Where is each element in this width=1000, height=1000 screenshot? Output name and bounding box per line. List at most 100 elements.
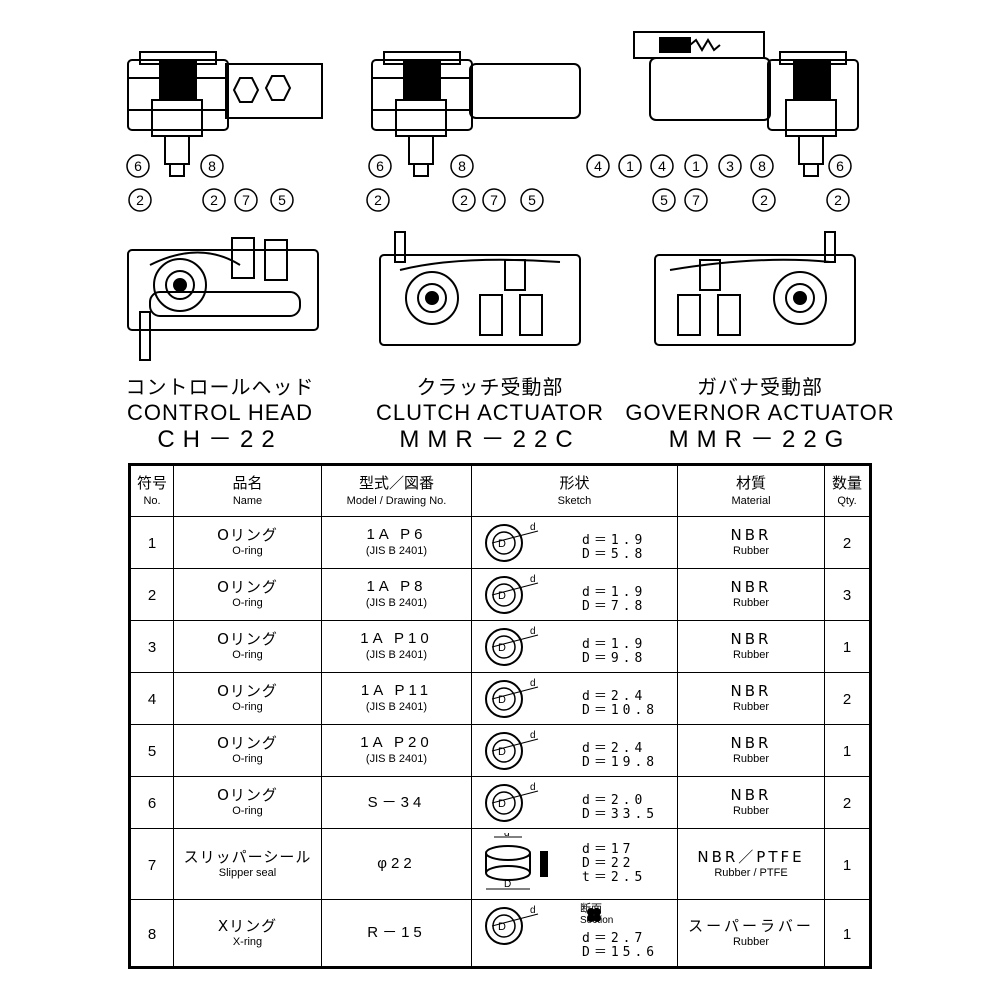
part-model-sub: (JIS B 2401)	[365, 649, 428, 661]
callout-number: 6	[376, 158, 384, 174]
part-model: 1A P20	[360, 734, 433, 751]
unit-name-ja: ガバナ受動部	[697, 375, 823, 399]
cell-sketch: D d 断面 Section d＝2.7 D＝15.6	[471, 899, 678, 968]
sketch-label-D: D	[498, 538, 506, 550]
quantity: 1	[842, 743, 852, 760]
header-en: Model / Drawing No.	[346, 494, 447, 507]
o-ring-sketch-icon: D d	[485, 678, 539, 718]
dim-D: D＝33.5	[582, 807, 659, 822]
cell-qty: 2	[824, 516, 871, 569]
sketch-label-d: d	[504, 833, 510, 839]
cell-sketch: D d d＝2.4 D＝19.8	[471, 724, 678, 777]
part-number: 6	[147, 795, 157, 812]
cell-qty: 1	[824, 724, 871, 777]
part-name-ja: Oリング	[217, 526, 278, 544]
quantity: 2	[842, 795, 852, 812]
callout-number: 2	[834, 192, 842, 208]
header-en: Qty.	[837, 494, 857, 507]
material-ja: NBR／PTFE	[697, 847, 805, 866]
part-number: 5	[147, 743, 157, 760]
part-name-ja: Oリング	[217, 734, 278, 752]
cell-sketch: D d d＝1.9 D＝7.8	[471, 568, 678, 621]
part-number: 8	[147, 925, 157, 943]
dim-d: d＝2.0	[582, 793, 647, 808]
material-ja: スーパーラバー	[688, 916, 814, 935]
part-name-ja: スリッパーシール	[183, 847, 312, 866]
section-note: 断面 Section	[580, 903, 613, 927]
sketch-label-D: D	[504, 879, 511, 890]
part-model: 1A P8	[366, 578, 427, 595]
material-ja: NBR	[730, 734, 772, 752]
cell-qty: 1	[824, 620, 871, 673]
cell-no: 5	[129, 724, 174, 777]
callout-number: 5	[278, 192, 286, 208]
slipper-seal-sketch-icon: d D	[485, 833, 548, 890]
cell-model: S－34	[321, 776, 472, 829]
material-en: Rubber	[732, 935, 770, 948]
dim-d: d＝2.4	[582, 741, 647, 756]
header-ja: 形状	[559, 473, 590, 492]
material-ja: NBR	[730, 682, 772, 700]
callout-circle	[750, 154, 774, 178]
callout-circle	[650, 154, 674, 178]
header-ja: 材質	[735, 473, 766, 492]
callout-circle	[128, 188, 152, 212]
part-number: 7	[147, 856, 157, 874]
cell-qty: 3	[824, 568, 871, 621]
sketch-label-D: D	[498, 746, 506, 758]
cell-model: 1A P20 (JIS B 2401)	[321, 724, 472, 777]
o-ring-sketch-icon: D d	[485, 574, 539, 614]
callout-number: 8	[208, 158, 216, 174]
sketch-label-D: D	[498, 694, 506, 706]
part-model-sub: (JIS B 2401)	[365, 701, 428, 713]
o-ring-sketch-icon: D d	[485, 522, 539, 562]
sketch-label-d: d	[530, 678, 536, 689]
unit-name-en: GOVERNOR ACTUATOR	[625, 400, 895, 425]
callout-circle	[684, 154, 708, 178]
part-name-en: X-ring	[232, 935, 263, 948]
callout-number: 4	[594, 158, 602, 174]
dim-D: D＝10.8	[582, 703, 659, 718]
cell-no: 2	[129, 568, 174, 621]
callout-number: 7	[490, 192, 498, 208]
callout-circle	[718, 154, 742, 178]
sketch-label-d: d	[530, 522, 536, 533]
sketch-label-d: d	[530, 730, 536, 741]
dim-D: D＝19.8	[582, 755, 659, 770]
sketch-label-D: D	[498, 798, 506, 810]
callout-number: 1	[692, 158, 700, 174]
sketch-label-D: D	[498, 590, 506, 602]
callout-circle	[618, 154, 642, 178]
part-model-sub: (JIS B 2401)	[365, 753, 428, 765]
material-en: Rubber	[732, 597, 770, 609]
callout-number: 2	[136, 192, 144, 208]
governor-actuator-front-view	[654, 231, 856, 346]
part-model: φ22	[377, 855, 416, 872]
dimension-values: d＝2.7 D＝15.6	[582, 901, 658, 967]
callout-circle	[826, 188, 850, 212]
callout-circle	[234, 188, 258, 212]
dim-d: d＝1.9	[582, 637, 647, 652]
dim-d: d＝2.7	[582, 931, 647, 946]
header-ja: 品名	[232, 473, 263, 492]
cell-sketch: D d d＝1.9 D＝9.8	[471, 620, 678, 673]
material-ja: NBR	[730, 526, 772, 544]
callout-circle	[482, 188, 506, 212]
governor-actuator-top-view	[633, 31, 859, 177]
callout-circle	[586, 154, 610, 178]
cell-model: R－15	[321, 899, 472, 968]
callout-number: 4	[658, 158, 666, 174]
cell-sketch: D d d＝1.9 D＝5.8	[471, 516, 678, 569]
